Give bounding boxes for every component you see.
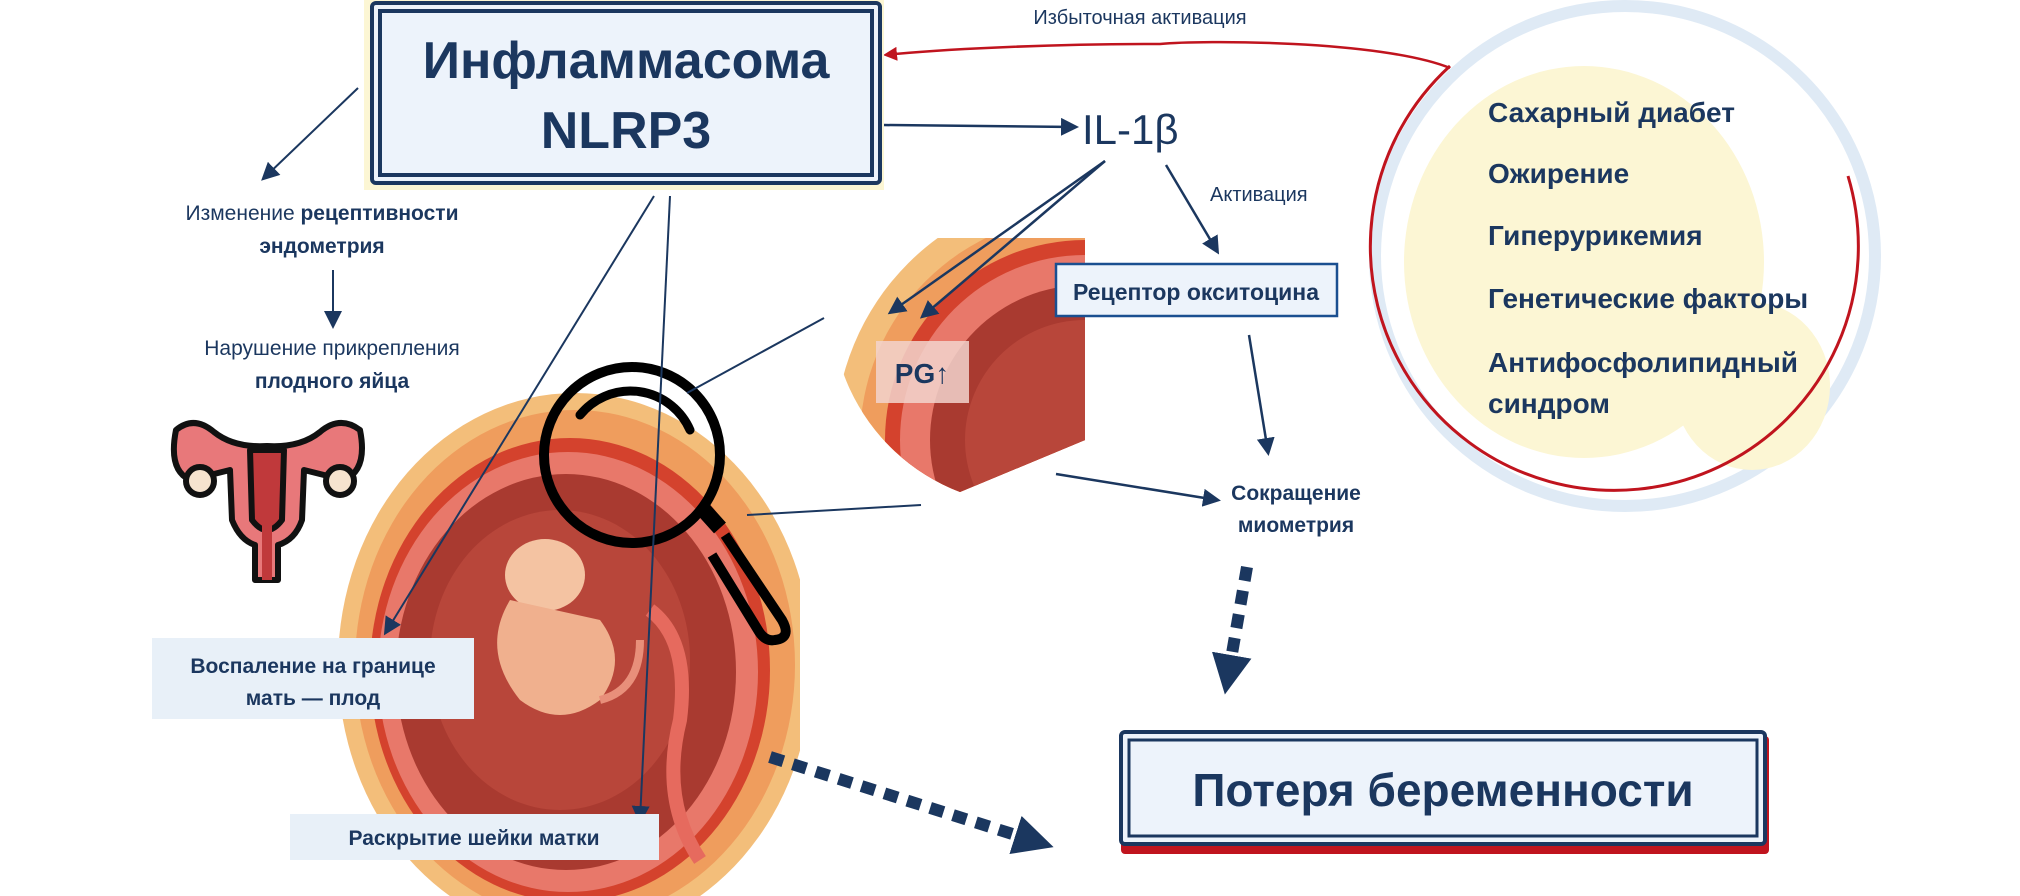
inflammation-label-line1: Воспаление на границе [190,655,435,678]
pg-label: PG↑ [895,358,949,389]
receptivity-label-line2: эндометрия [259,235,384,258]
cervix-box [290,814,659,860]
arrow-to-inflammation [383,195,655,636]
oxytocin-receptor-box [1054,262,1339,318]
risk-factor-item: синдром [1488,388,1610,419]
nlrp3-box: Инфламмасома NLRP3 [364,0,884,190]
pg-box [876,341,969,403]
arrow-to-receptivity [261,87,359,181]
zoom-line-lower [746,504,922,516]
inflammation-label-line2: мать — плод [246,687,380,710]
nlrp3-title-line1: Инфламмасома [423,32,831,90]
embryo-icon [497,539,644,715]
arrow-wedge-to-contraction [1055,472,1221,507]
excess-activation-arrow [883,40,1451,70]
pregnancy-loss-box: Потеря беременности [1119,730,1769,854]
receptivity-label-line1: Изменение рецептивности [186,202,459,225]
uterus-icon [170,420,365,583]
magnifier-icon [539,362,791,646]
arrow-to-contraction [1247,334,1275,456]
risk-factor-item: Сахарный диабет [1488,97,1735,128]
arrow-to-il1b [883,117,1079,136]
contraction-label-line2: миометрия [1238,514,1354,537]
attachment-label-line1: Нарушение прикрепления [204,337,460,360]
cervix-label: Раскрытие шейки матки [348,827,599,850]
attachment-label-line2: плодного яйца [255,370,410,393]
arrow-to-receptor [1164,164,1220,255]
dotted-arrow-to-outcome-vertical [1212,565,1253,695]
risk-factors-circle: Сахарный диабет Ожирение Гиперурикемия Г… [1368,0,1881,512]
il1b-label: IL-1β [1082,106,1179,153]
nlrp3-title-line2: NLRP3 [541,102,711,160]
inflammation-box [152,638,474,719]
risk-factor-item: Ожирение [1488,158,1629,189]
arrow-to-pg-1 [887,159,1106,315]
zoom-line-upper [686,317,825,394]
risk-factor-item: Генетические факторы [1488,283,1808,314]
risk-factor-item: Антифосфолипидный [1488,347,1798,378]
arrow-to-pg-2 [919,160,1106,319]
arrow-to-cervix [631,195,671,824]
dotted-arrow-to-outcome-diagonal [768,751,1054,855]
myometrium-wedge [835,238,1085,492]
contraction-label-line1: Сокращение [1231,482,1361,505]
risk-factor-item: Гиперурикемия [1488,220,1703,251]
oxytocin-receptor-label: Рецептор окситоцина [1073,279,1319,305]
excess-activation-label: Избыточная активация [1033,7,1246,29]
activation-label: Активация [1210,184,1308,206]
pregnancy-loss-label: Потеря беременности [1192,764,1693,816]
